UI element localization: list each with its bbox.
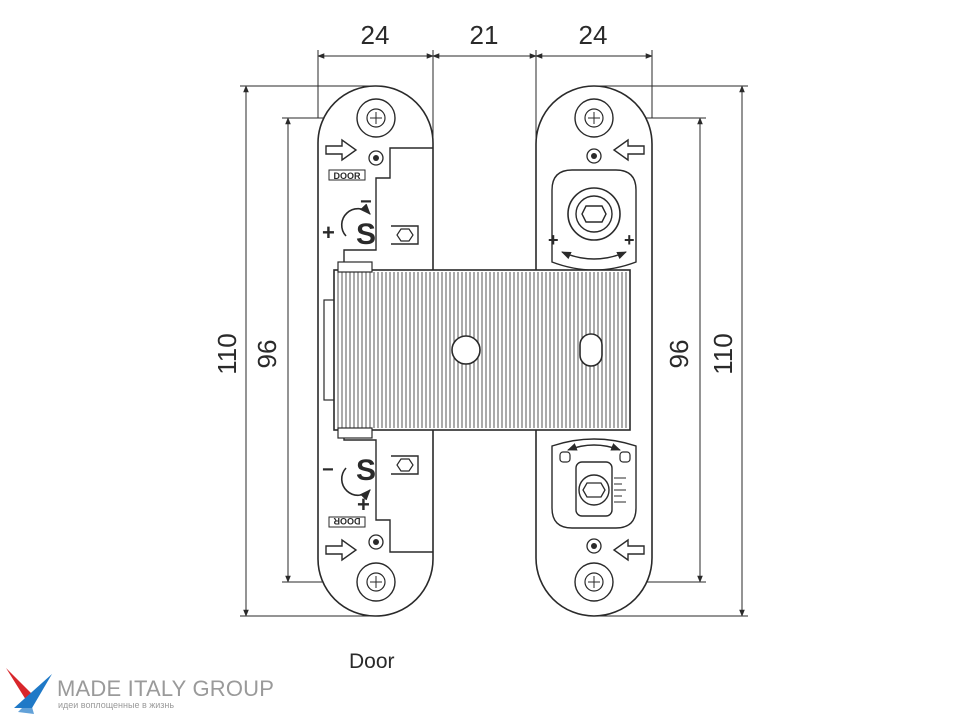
adjust-arc-icon [561,251,627,260]
screw-hole-top-right [574,98,614,138]
bolt-bottom-left [391,455,419,475]
adjust-arc-bottom-icon [567,443,621,451]
dim-label-top-middle: 21 [470,20,499,50]
arrow-left-icon [612,538,645,562]
hinge-ribs [337,272,627,428]
brand-tagline: идеи воплощенные в жизнь [58,700,175,710]
brand-name: MADE ITALY GROUP [57,676,275,701]
hinge-hole-center [451,335,481,365]
top-dimensions: 24 21 24 [317,20,653,270]
dim-label-top-right: 24 [579,20,608,50]
minus-label-top: − [360,191,372,213]
dim-label-right-outer: 110 [708,333,738,374]
arrow-left-icon [612,138,645,162]
dim-label-left-outer: 110 [212,333,242,374]
screw-hole-bottom-right [574,562,614,602]
arrow-right-icon [325,138,358,162]
bolt-top-left [391,225,419,245]
dim-label-left-inner: 96 [252,340,282,369]
brand-logo-icon [6,668,52,714]
screw-hole-top-left [356,98,396,138]
hinge-slot-right [579,333,603,367]
hinge-body [333,261,631,439]
dim-label-top-left: 24 [361,20,390,50]
left-dimensions: 110 96 [212,85,378,617]
s-label-bottom: S [356,454,376,487]
minus-label-bottom: − [322,459,334,481]
plus-label-top: + [322,220,335,245]
plus-label-right-right: + [624,230,635,250]
dim-label-right-inner: 96 [664,340,694,369]
hex-socket-icon [581,205,607,223]
plus-label-right-left: + [548,230,559,250]
arrow-right-icon [325,538,358,562]
s-label-top: S [356,218,376,251]
door-caption: Door [349,650,395,673]
door-label-top: DOOR [334,171,362,181]
scale-ticks [614,477,626,503]
rotate-arrow-icon [340,203,371,237]
door-label-bottom: DOOR [333,516,361,526]
screw-hole-bottom-left [356,562,396,602]
rotate-arrow-icon [340,467,371,501]
